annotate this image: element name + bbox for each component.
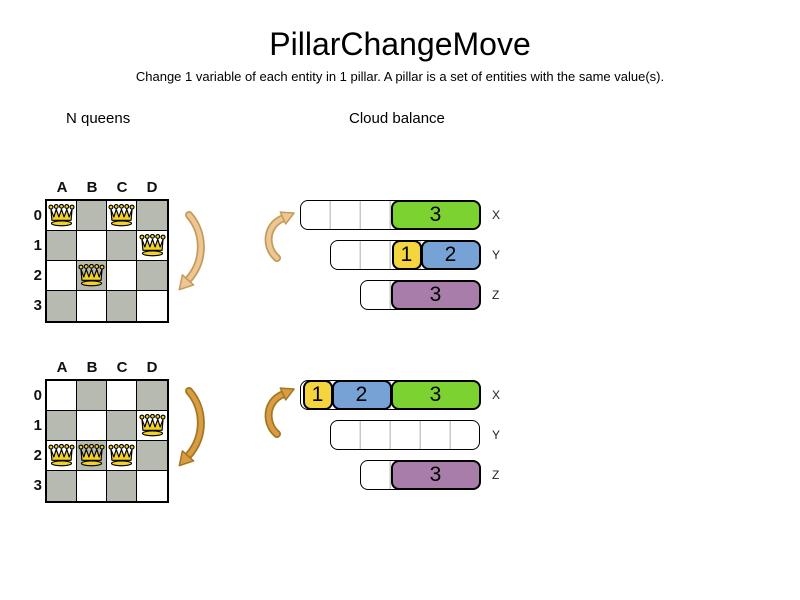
cell-C1 xyxy=(107,411,137,441)
column-header-D: D xyxy=(146,359,158,376)
page-subtitle: Change 1 variable of each entity in 1 pi… xyxy=(135,69,665,84)
cell-C0 xyxy=(107,381,137,411)
cell-B2 xyxy=(77,261,107,291)
page-title: PillarChangeMove xyxy=(269,26,531,62)
process-block-1: 1 xyxy=(302,379,333,410)
row-label-3: 3 xyxy=(33,477,42,494)
process-block-3: 3 xyxy=(390,459,481,490)
row-labels: 0 1 2 3 xyxy=(24,381,42,501)
cell-B2 xyxy=(77,441,107,471)
cell-D0 xyxy=(137,381,167,411)
computer-label-X: X xyxy=(492,388,501,402)
process-blocks: 3 xyxy=(390,279,481,310)
row-label-3: 3 xyxy=(33,297,42,314)
column-header-A: A xyxy=(56,359,68,376)
column-header-C: C xyxy=(116,179,128,196)
chessboard-grid xyxy=(45,199,169,323)
cell-A0 xyxy=(47,381,77,411)
cell-D2 xyxy=(137,441,167,471)
cell-A2 xyxy=(47,261,77,291)
row-label-2: 2 xyxy=(33,447,42,464)
process-block-2: 2 xyxy=(331,379,392,410)
queen-crown-icon xyxy=(48,444,75,467)
cell-A3 xyxy=(47,471,77,501)
queen-crown-icon xyxy=(108,204,135,227)
column-header-B: B xyxy=(86,179,98,196)
cell-A1 xyxy=(47,231,77,261)
queen-crown-icon xyxy=(78,264,105,287)
computer-bar-X: 3 xyxy=(300,199,481,230)
process-blocks: 3 xyxy=(390,199,481,230)
process-block-3: 3 xyxy=(390,199,481,230)
computer-label-Z: Z xyxy=(492,468,500,482)
section-label-nqueens: N queens xyxy=(66,110,131,127)
curved-move-arrow-icon xyxy=(264,387,295,438)
queen-crown-icon xyxy=(48,204,75,227)
column-headers: A B C D xyxy=(47,179,167,197)
queen-crown-icon xyxy=(108,444,135,467)
process-block-3: 3 xyxy=(390,279,481,310)
cell-A1 xyxy=(47,411,77,441)
process-block-2: 2 xyxy=(420,239,481,270)
cell-C3 xyxy=(107,471,137,501)
computer-bar-Y xyxy=(330,420,480,450)
chessboard-grid xyxy=(45,379,169,503)
cell-C2 xyxy=(107,441,137,471)
row-label-2: 2 xyxy=(33,267,42,284)
computer-label-Y: Y xyxy=(492,248,501,262)
cell-A0 xyxy=(47,201,77,231)
computer-label-Z: Z xyxy=(492,288,500,302)
cell-A2 xyxy=(47,441,77,471)
cell-C3 xyxy=(107,291,137,321)
queen-crown-icon xyxy=(138,234,166,257)
column-header-D: D xyxy=(146,179,158,196)
column-header-C: C xyxy=(116,359,128,376)
computer-bar-Z: 3 xyxy=(360,279,481,310)
cell-B1 xyxy=(77,231,107,261)
cell-D0 xyxy=(137,201,167,231)
cell-A3 xyxy=(47,291,77,321)
row-label-0: 0 xyxy=(33,387,42,404)
column-header-A: A xyxy=(56,179,68,196)
column-header-B: B xyxy=(86,359,98,376)
curved-move-arrow-icon xyxy=(178,387,205,467)
row-label-1: 1 xyxy=(33,237,42,254)
cell-D1 xyxy=(137,231,167,261)
cell-D3 xyxy=(137,471,167,501)
column-headers: A B C D xyxy=(47,359,167,377)
cell-C2 xyxy=(107,261,137,291)
queen-crown-icon xyxy=(78,444,105,467)
cell-D2 xyxy=(137,261,167,291)
cell-D1 xyxy=(137,411,167,441)
cell-B1 xyxy=(77,411,107,441)
computer-label-X: X xyxy=(492,208,501,222)
cell-B0 xyxy=(77,381,107,411)
process-block-3: 3 xyxy=(390,379,481,410)
row-label-0: 0 xyxy=(33,207,42,224)
queen-crown-icon xyxy=(138,414,166,437)
cell-D3 xyxy=(137,291,167,321)
row-label-1: 1 xyxy=(33,417,42,434)
computer-label-Y: Y xyxy=(492,428,501,442)
curved-move-arrow-icon xyxy=(264,211,295,262)
cell-B3 xyxy=(77,291,107,321)
cell-C1 xyxy=(107,231,137,261)
cell-B3 xyxy=(77,471,107,501)
curved-move-arrow-icon xyxy=(178,211,205,291)
process-blocks: 3 xyxy=(390,459,481,490)
row-labels: 0 1 2 3 xyxy=(24,201,42,321)
cell-B0 xyxy=(77,201,107,231)
cell-C0 xyxy=(107,201,137,231)
section-label-cloudbalance: Cloud balance xyxy=(349,110,445,127)
process-block-1: 1 xyxy=(391,239,422,270)
computer-bar-Z: 3 xyxy=(360,459,481,490)
